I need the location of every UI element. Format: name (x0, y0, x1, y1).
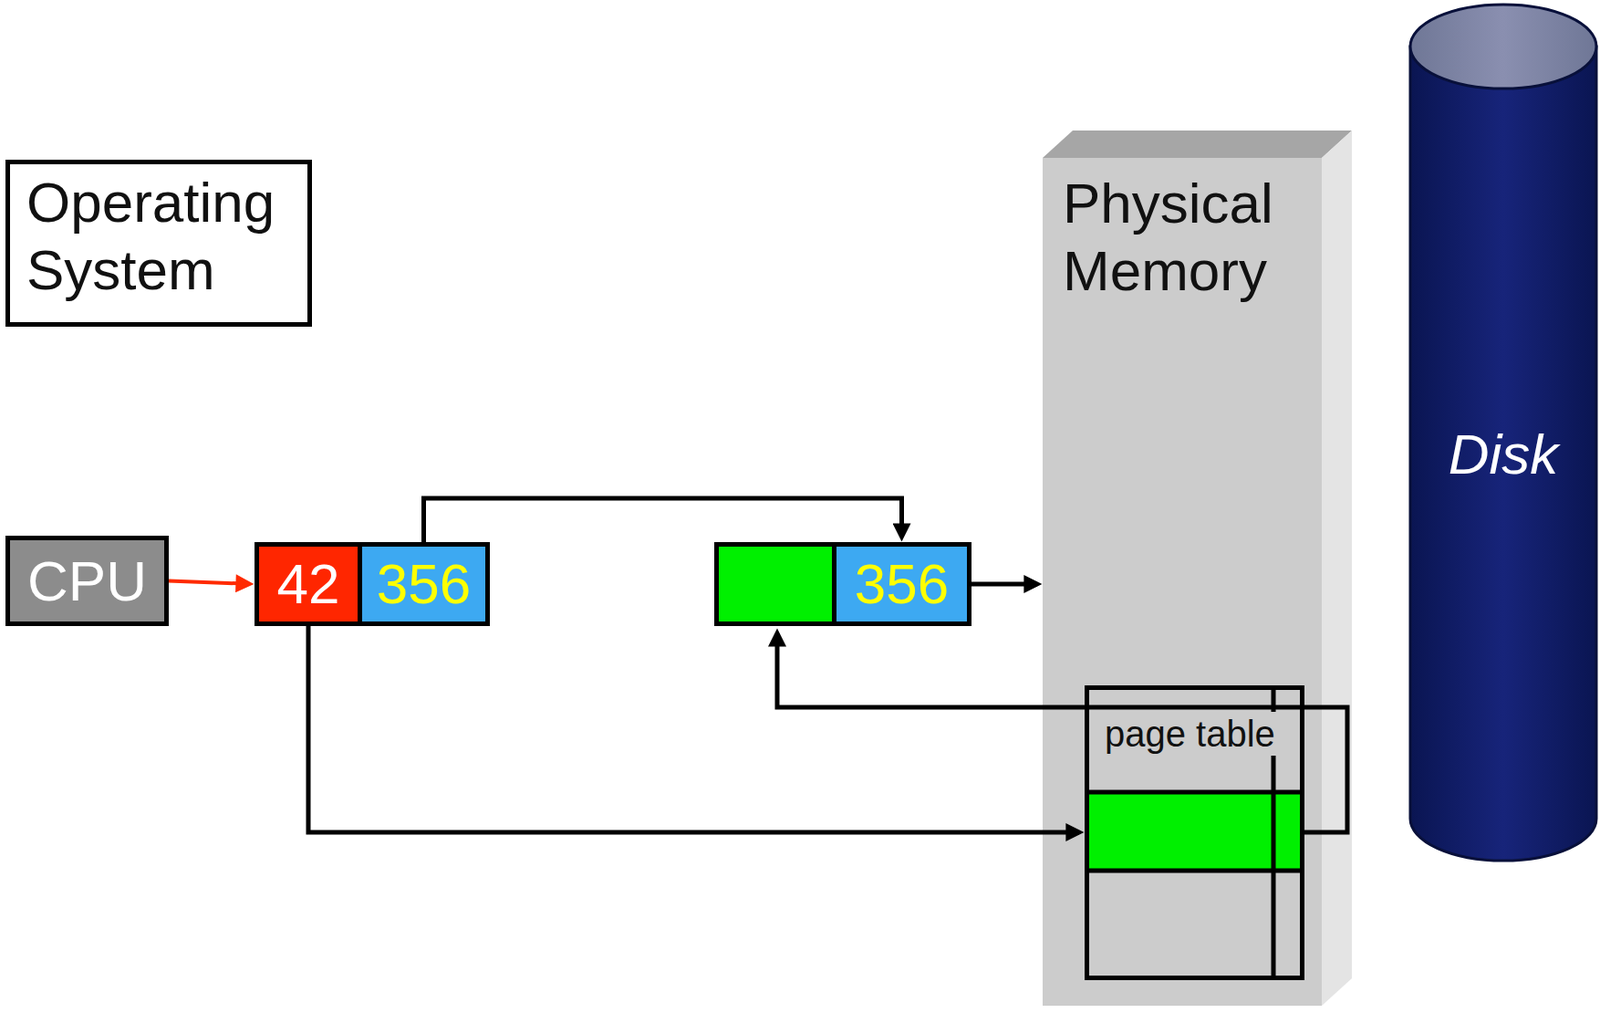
page-offset: 356 (357, 541, 490, 626)
node-label: 42 (277, 550, 341, 617)
page-table-entry (1089, 791, 1300, 871)
page-number: 42 (254, 541, 363, 626)
page-offset: 356 (831, 541, 972, 626)
disk-body (1410, 46, 1597, 861)
physical-memory: page table Physical Memory (1042, 157, 1326, 1006)
node-label: Operating System (26, 168, 299, 304)
disk-top (1410, 4, 1597, 89)
page-table: page table (1084, 685, 1305, 980)
row-line (1089, 868, 1300, 873)
memory-side-face (1321, 130, 1352, 1006)
node-label: 356 (854, 550, 949, 617)
os-box: Operating System (5, 159, 312, 327)
row-line (1089, 789, 1300, 795)
memory-top-face (1042, 130, 1352, 158)
frame-number-box (716, 544, 835, 624)
node-label: Disk (1448, 420, 1559, 489)
node-label: CPU (27, 548, 147, 614)
arrow (971, 581, 1038, 587)
node-label: page table (1101, 711, 1278, 756)
cpu-box: CPU (5, 535, 169, 626)
arrow (168, 581, 250, 584)
node-label: 356 (376, 550, 471, 617)
arrow (424, 498, 903, 542)
disk: Disk (1408, 2, 1599, 863)
node-label: Physical Memory (1062, 169, 1326, 305)
arrow (308, 625, 1080, 832)
